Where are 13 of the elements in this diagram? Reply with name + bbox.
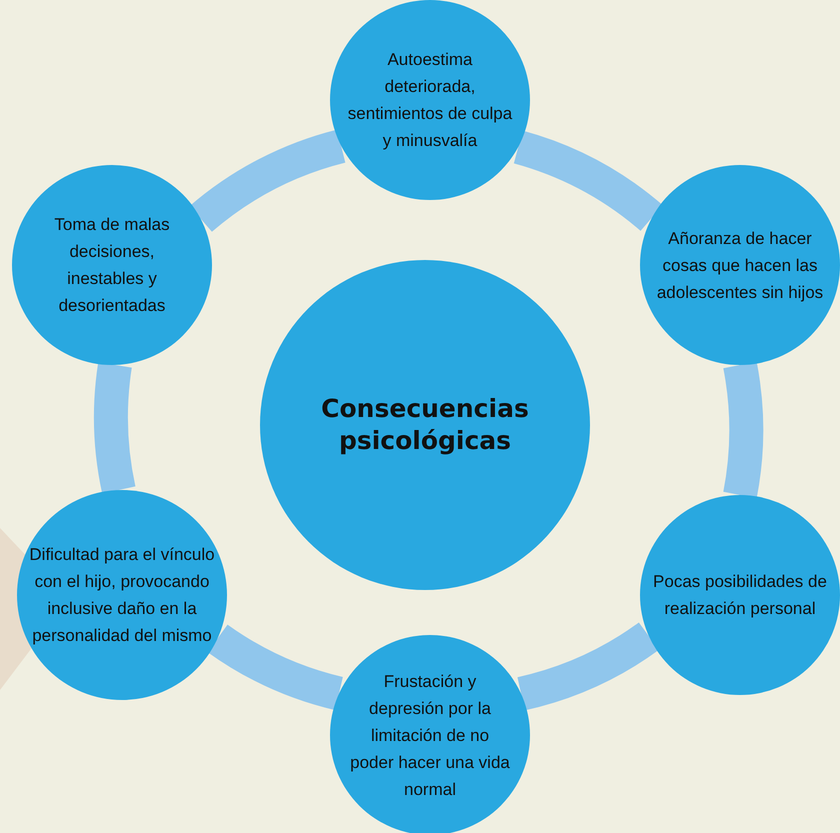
connector-arc — [516, 622, 658, 710]
connector-arc — [208, 624, 344, 710]
node-text: Frustación y depresión por la limitación de no poder hacer una vida normal — [350, 670, 510, 800]
node-text: Toma de malas decisiones, inestables y desorientadas — [53, 214, 171, 317]
node-text: Añoranza de hacer cosas que hacen las adolescentes sin hijos — [656, 228, 824, 304]
connector-arc — [723, 362, 764, 498]
center-title: Consecuencias psicológicas — [320, 393, 530, 457]
connector-arc — [94, 363, 136, 493]
connector-arc — [512, 130, 662, 232]
node-text: Dificultad para el vínculo con el hijo, provocando inclusive daño en la personalidad del mismo — [28, 544, 216, 647]
node-text: Pocas posibilidades de realización personal — [652, 571, 828, 620]
node-text: Autoestima deteriorada, sentimientos de culpa y minusvalía — [346, 49, 514, 152]
connector-arc — [190, 130, 346, 232]
